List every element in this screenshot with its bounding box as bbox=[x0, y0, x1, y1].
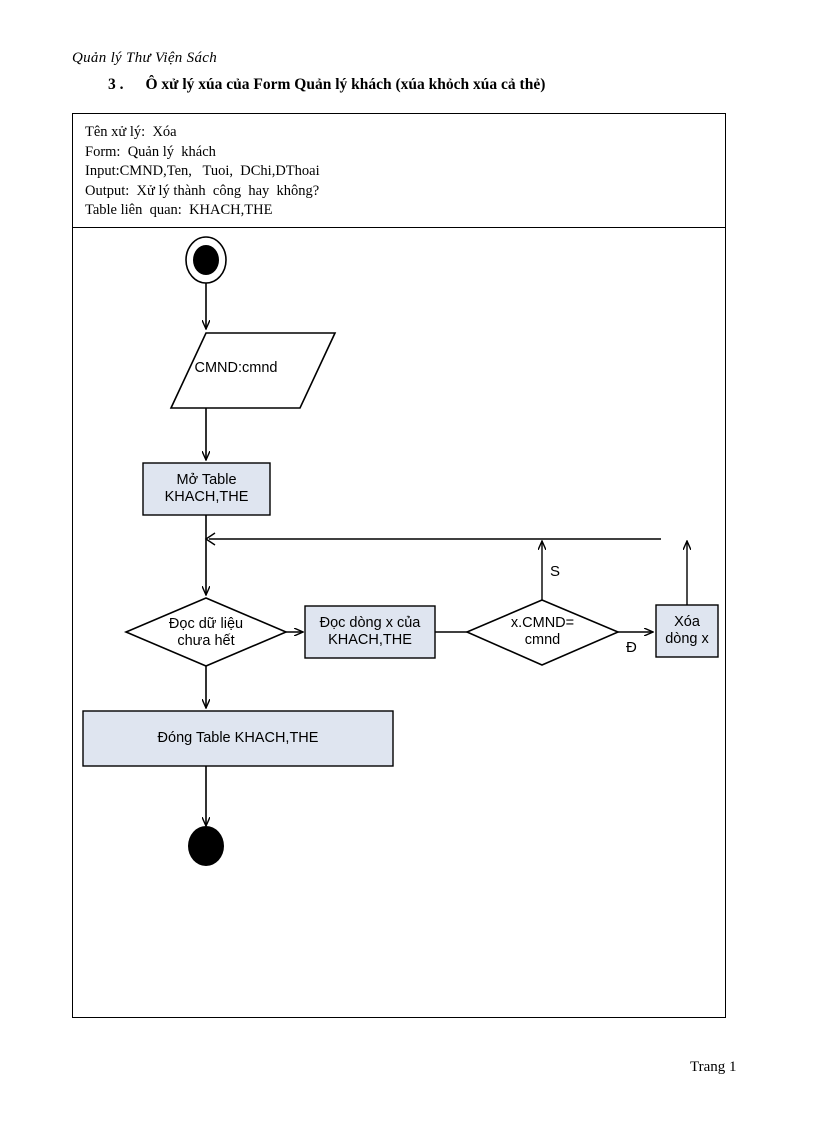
info-line-form: Form: Quản lý khách bbox=[85, 143, 216, 160]
end-node-shape bbox=[188, 826, 224, 866]
info-line-name: Tên xử lý: Xóa bbox=[85, 124, 177, 140]
flowchart-canvas: CMND:cmnd Mở Table KHACH,THE Đọc dữ liệu… bbox=[73, 228, 725, 1017]
page-footer: Trang 1 bbox=[690, 1059, 737, 1075]
input-node-shape bbox=[169, 332, 337, 409]
read-row-node-shape bbox=[304, 605, 436, 659]
compare-decision-shape bbox=[464, 599, 621, 666]
section-title-text: Ô xử lý xúa của Form Quản lý khách (xúa … bbox=[145, 76, 546, 93]
edge-label-yes: Đ bbox=[626, 639, 637, 656]
loop-decision-shape bbox=[123, 597, 289, 667]
edge-label-no: S bbox=[550, 563, 561, 580]
open-table-node-shape bbox=[142, 462, 271, 516]
info-line-output: Output: Xử lý thành công hay không? bbox=[85, 182, 320, 199]
section-title: 3 . Ô xử lý xúa của Form Quản lý khách (x… bbox=[108, 76, 545, 94]
section-number: 3 . bbox=[108, 76, 124, 93]
info-line-input: Input:CMND,Ten, Tuoi, DChi,DThoai bbox=[85, 163, 320, 179]
delete-row-node-shape bbox=[655, 604, 719, 658]
document-header: Quản lý Thư Viện Sách bbox=[72, 50, 218, 66]
diagram-frame: Tên xử lý: Xóa Form: Quản lý khách Input… bbox=[72, 113, 726, 1018]
process-info-box: Tên xử lý: Xóa Form: Quản lý khách Input… bbox=[73, 114, 725, 228]
info-line-table: Table liên quan: KHACH,THE bbox=[85, 202, 273, 218]
close-table-node-shape bbox=[82, 710, 394, 767]
start-node-shape bbox=[185, 236, 227, 284]
